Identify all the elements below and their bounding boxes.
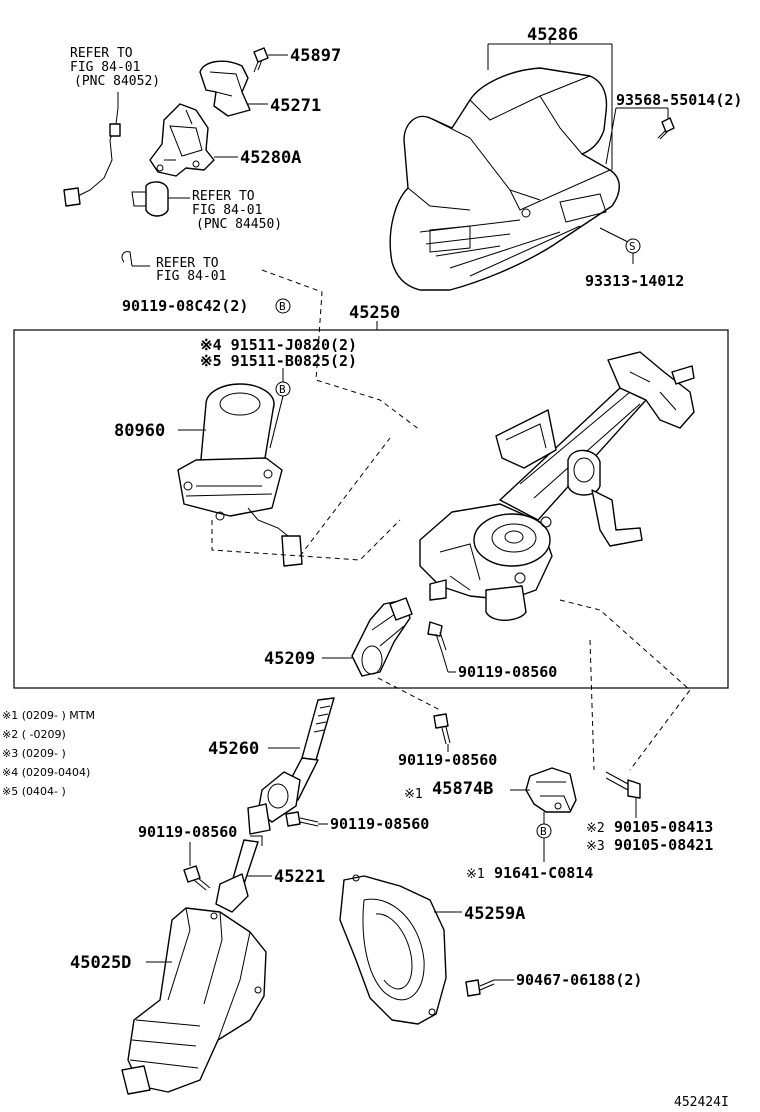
bolt-90119-08560-a-icon xyxy=(427,621,447,653)
bolt-90119-08560-c-icon xyxy=(183,865,211,891)
label-45874b-mark: ※1 xyxy=(404,787,423,802)
label-90119-08560-c: 90119-08560 xyxy=(138,823,237,841)
b-mark-90119c42-icon xyxy=(275,298,291,314)
label-90119-08560-d: 90119-08560 xyxy=(398,751,497,769)
label-ref-b-1: REFER TO xyxy=(192,189,255,204)
cover-45259a xyxy=(339,874,447,1025)
label-90105-08421: 90105-08421 xyxy=(614,836,713,854)
label-ref-a-2: FIG 84-01 xyxy=(70,60,140,75)
label-45209: 45209 xyxy=(264,649,315,669)
bolt-90105-icon xyxy=(605,771,641,799)
wire-harness-84052 xyxy=(63,107,121,207)
label-45250: 45250 xyxy=(349,303,400,323)
s-mark-label: S xyxy=(629,240,636,253)
boot-45025d xyxy=(121,907,267,1095)
label-90467: 90467-06188(2) xyxy=(516,971,642,989)
dash-line-d xyxy=(589,639,595,771)
label-45874b: 45874B xyxy=(432,779,493,799)
dash-line-motor xyxy=(211,519,401,561)
steering-column-assembly-45250 xyxy=(419,351,695,621)
leader-93568-c xyxy=(605,107,617,165)
label-91511-j0820: ※4 91511-J0820(2) xyxy=(200,336,357,354)
label-45286: 45286 xyxy=(527,25,578,45)
label-45260: 45260 xyxy=(208,739,259,759)
column-cover-45286 xyxy=(389,67,620,291)
note-2: ※2 ( -0209) xyxy=(2,728,66,741)
label-ref-b-3: (PNC 84450) xyxy=(196,217,282,232)
bolt-90119-08560-b-icon xyxy=(285,811,319,827)
cover-45874b xyxy=(525,767,577,813)
b-mark-label-1: B xyxy=(279,300,286,313)
screw-93568-icon xyxy=(657,117,675,140)
connector-84450 xyxy=(131,181,190,217)
leader-93313 xyxy=(599,227,629,243)
bolt-90119-08560-d-icon xyxy=(433,713,451,745)
motor-80960 xyxy=(177,383,303,567)
label-90105-08421-mark: ※3 xyxy=(586,839,605,854)
note-1: ※1 (0209- ) MTM xyxy=(2,709,95,722)
label-90119-08c42: 90119-08C42(2) xyxy=(122,297,248,315)
clip-ref-c-icon xyxy=(121,251,133,267)
label-90105-08413: 90105-08413 xyxy=(614,818,713,836)
screw-90467-icon xyxy=(465,979,495,997)
note-4: ※4 (0209-0404) xyxy=(2,766,90,779)
bracket-45280a xyxy=(149,103,215,177)
b-mark-label-2: B xyxy=(279,383,286,396)
b-mark-label-3: B xyxy=(540,825,547,838)
note-5: ※5 (0404- ) xyxy=(2,785,66,798)
label-ref-c-2: FIG 84-01 xyxy=(156,269,226,284)
label-90119-08560-a: 90119-08560 xyxy=(458,663,557,681)
label-ref-a-1: REFER TO xyxy=(70,46,133,61)
intermediate-joint-45209 xyxy=(351,597,413,677)
label-45271: 45271 xyxy=(270,96,321,116)
assembly-45250-frame xyxy=(13,329,729,689)
label-45897: 45897 xyxy=(290,46,341,66)
leader-91511-b xyxy=(269,395,284,449)
cover-45271 xyxy=(199,60,251,117)
figure-number: 452424I xyxy=(674,1095,729,1110)
label-91511-b0825: ※5 91511-B0825(2) xyxy=(200,352,357,370)
shaft-45221 xyxy=(215,835,263,913)
label-ref-b-2: FIG 84-01 xyxy=(192,203,262,218)
label-ref-a-3: (PNC 84052) xyxy=(74,74,160,89)
leader-90119-a xyxy=(441,651,449,673)
label-90119-08560-b: 90119-08560 xyxy=(330,815,429,833)
label-45280a: 45280A xyxy=(240,148,301,168)
label-90105-08413-mark: ※2 xyxy=(586,821,605,836)
note-3: ※3 (0209- ) xyxy=(2,747,66,760)
dash-line-a xyxy=(261,269,421,431)
label-80960: 80960 xyxy=(114,421,165,441)
label-91641: 91641-C0814 xyxy=(494,864,593,882)
dash-line-45209 xyxy=(377,677,441,711)
screw-45897-icon xyxy=(253,47,269,73)
label-45259a: 45259A xyxy=(464,904,525,924)
label-93568: 93568-55014(2) xyxy=(616,91,742,109)
label-45025d: 45025D xyxy=(70,953,131,973)
label-91641-mark: ※1 xyxy=(466,867,485,882)
dash-line-b xyxy=(299,437,391,557)
label-93313: 93313-14012 xyxy=(585,272,684,290)
label-ref-c-1: REFER TO xyxy=(156,256,219,271)
label-45221: 45221 xyxy=(274,867,325,887)
dash-line-c xyxy=(559,599,691,771)
steering-shaft-45260 xyxy=(247,697,335,835)
